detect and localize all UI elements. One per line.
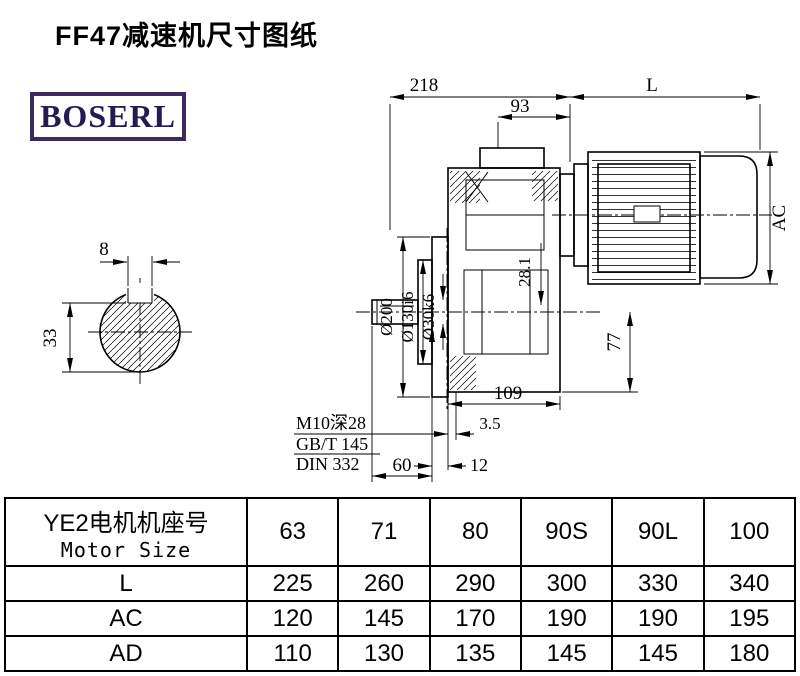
dimension-lines: 218 L 93 AC 28.1 Ø200 Ø130i6 Ø30k6 77 [294, 75, 790, 482]
size-cell: 90S [519, 497, 614, 567]
section-height-dimension: 33 [40, 302, 140, 373]
dim-93-label: 93 [511, 96, 530, 117]
value-cell: 120 [245, 600, 340, 637]
housing-cap [479, 147, 545, 169]
motor-nameplate [633, 205, 661, 223]
table-row-AD: AD 110 130 135 145 145 180 [4, 635, 797, 672]
size-cell: 80 [428, 497, 522, 567]
keyway-outline [127, 288, 153, 304]
value-cell: 290 [428, 565, 522, 602]
section-hatch-bottom [450, 356, 476, 390]
keyway-cutout [126, 283, 154, 303]
value-cell: 190 [519, 600, 614, 637]
bolt-cross [465, 171, 489, 203]
dim-section-height-label: 33 [40, 329, 61, 348]
value-cell: 145 [611, 635, 705, 672]
value-cell: 145 [337, 600, 431, 637]
gear-unit-view [356, 147, 772, 410]
row-label: L [4, 565, 248, 602]
dim-218-label: 218 [410, 75, 439, 96]
value-cell: 300 [519, 565, 614, 602]
motor-frame [597, 163, 691, 273]
dim-77-label: 77 [604, 333, 625, 352]
shaft-section-circle [99, 291, 181, 373]
table-row-AC: AC 120 145 170 190 190 195 [4, 600, 797, 637]
keyway-width-dimension: 8 [99, 239, 180, 286]
motor-size-header-cn: YE2电机机座号 [43, 509, 209, 537]
dim-key-width-label: 8 [99, 239, 109, 260]
size-cell: 100 [702, 497, 797, 567]
size-cell: 71 [337, 497, 431, 567]
dim-flange-dia-label: Ø200 [377, 298, 396, 336]
dim-shaft-dia-label: Ø30k6 [419, 294, 438, 340]
value-cell: 180 [702, 635, 797, 672]
technical-drawing: 8 33 [40, 75, 790, 482]
dim-spigot-dia-label: Ø130i6 [398, 292, 417, 343]
dim-12-label: 12 [470, 455, 488, 475]
note-din: DIN 332 [296, 454, 360, 474]
value-cell: 195 [702, 600, 797, 637]
output-gear [463, 269, 549, 355]
motor-size-header: YE2电机机座号 Motor Size [4, 497, 248, 567]
motor-size-table: YE2电机机座号 Motor Size 63 71 80 90S 90L 100… [4, 497, 797, 672]
fan-cover [699, 155, 758, 279]
motor-size-header-en: Motor Size [60, 537, 192, 562]
row-label: AC [4, 600, 248, 637]
size-cell: 63 [245, 497, 340, 567]
section-hatch-top [450, 171, 480, 203]
value-cell: 170 [428, 600, 522, 637]
value-cell: 110 [245, 635, 340, 672]
value-cell: 145 [519, 635, 614, 672]
output-shaft-keyline [376, 300, 414, 324]
value-cell: 225 [245, 565, 340, 602]
dim-L-label: L [646, 75, 658, 96]
shaft-section-view: 8 33 [40, 239, 192, 386]
value-cell: 130 [337, 635, 431, 672]
dim-281-label: 28.1 [515, 257, 534, 287]
dim-AC-label: AC [769, 205, 790, 231]
dim-60-label: 60 [393, 455, 412, 476]
brand-logo: BOSERL [30, 92, 186, 141]
table-row-L: L 225 260 290 300 330 340 [4, 565, 797, 602]
size-cell: 90L [611, 497, 705, 567]
table-header-row: YE2电机机座号 Motor Size 63 71 80 90S 90L 100 [4, 497, 797, 567]
value-cell: 260 [337, 565, 431, 602]
value-cell: 135 [428, 635, 522, 672]
value-cell: 190 [611, 600, 705, 637]
note-tapped-hole: M10深28 [296, 413, 366, 433]
row-label: AD [4, 635, 248, 672]
page-title: FF47减速机尺寸图纸 [55, 21, 319, 51]
dim-109-label: 109 [494, 383, 523, 404]
section-hatch-right [532, 171, 558, 201]
value-cell: 330 [611, 565, 705, 602]
value-cell: 340 [702, 565, 797, 602]
note-gbt: GB/T 145 [296, 434, 368, 454]
dim-35-label: 3.5 [479, 414, 500, 433]
gear-internal-lines [466, 214, 544, 354]
